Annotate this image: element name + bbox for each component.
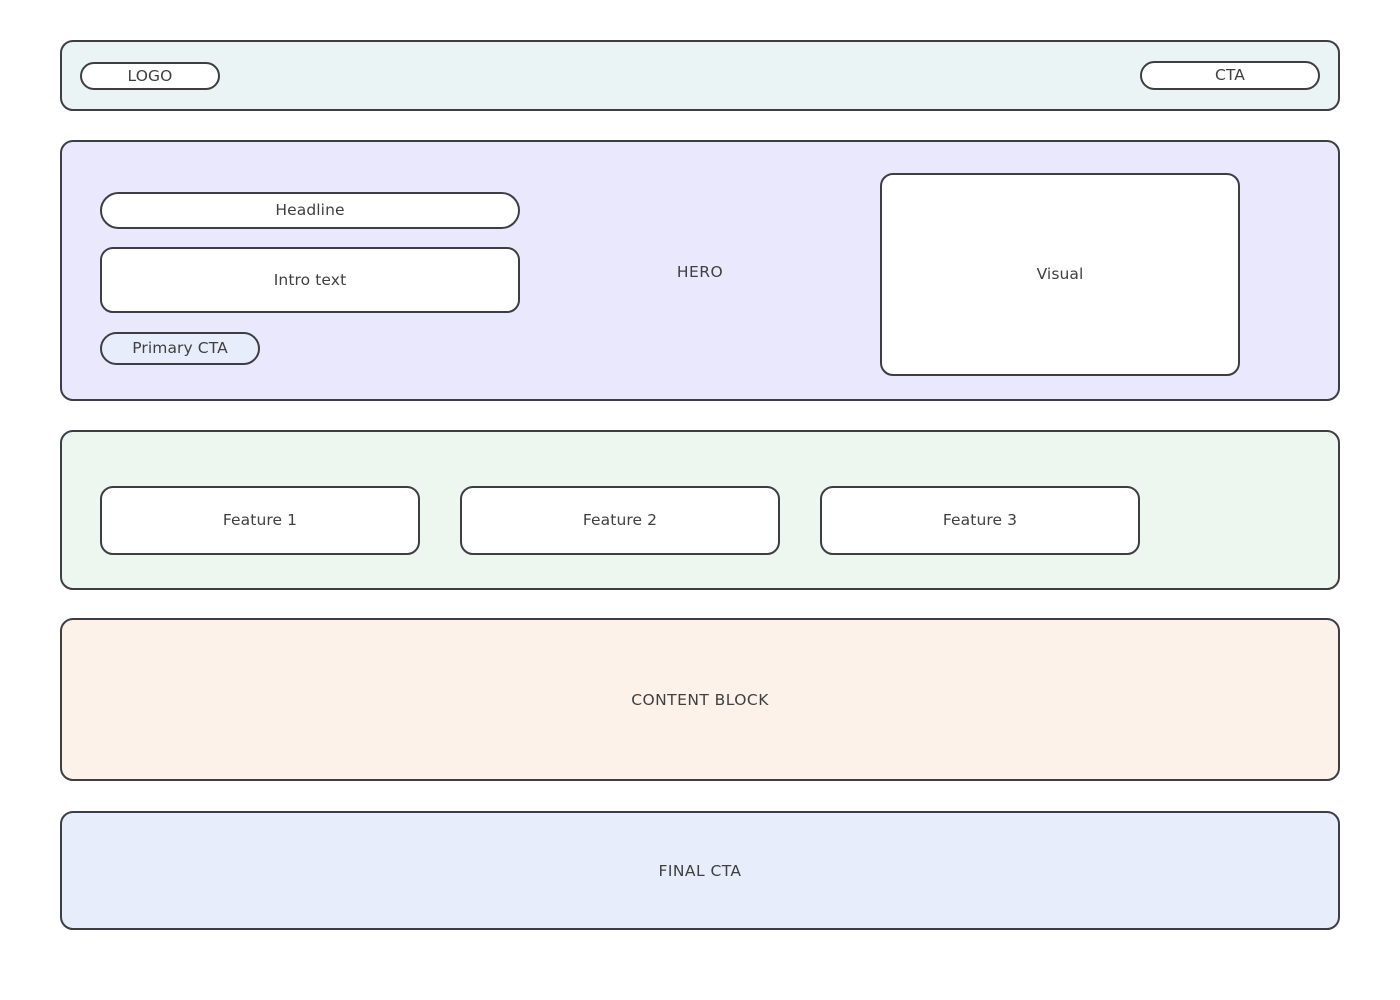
- content-block-section: CONTENT BLOCK: [60, 618, 1340, 781]
- hero-visual-label: Visual: [1036, 265, 1084, 284]
- hero-headline-label: Headline: [275, 201, 345, 220]
- feature-card[interactable]: Feature 3: [820, 486, 1140, 555]
- feature-card-label: Feature 3: [942, 511, 1018, 530]
- hero-intro-label: Intro text: [273, 270, 347, 289]
- header-bar: [60, 40, 1340, 111]
- header-cta-button[interactable]: CTA: [1140, 61, 1320, 90]
- feature-card-label: Feature 1: [222, 511, 298, 530]
- final-cta-section[interactable]: FINAL CTA: [60, 811, 1340, 930]
- feature-card[interactable]: Feature 1: [100, 486, 420, 555]
- hero-primary-cta-label: Primary CTA: [132, 339, 228, 358]
- hero-primary-cta-button[interactable]: Primary CTA: [100, 332, 260, 365]
- hero-intro-placeholder: Intro text: [100, 247, 520, 313]
- header-cta-label: CTA: [1215, 66, 1245, 85]
- hero-section-label: HERO: [676, 263, 724, 281]
- feature-card[interactable]: Feature 2: [460, 486, 780, 555]
- final-cta-label: FINAL CTA: [658, 861, 742, 880]
- logo-label: LOGO: [127, 66, 173, 85]
- hero-section-label-wrap: HERO: [0, 262, 1400, 281]
- hero-headline-placeholder: Headline: [100, 192, 520, 229]
- logo-placeholder[interactable]: LOGO: [80, 62, 220, 90]
- feature-card-label: Feature 2: [582, 511, 658, 530]
- hero-visual-placeholder: Visual: [880, 173, 1240, 376]
- content-block-label: CONTENT BLOCK: [631, 690, 769, 709]
